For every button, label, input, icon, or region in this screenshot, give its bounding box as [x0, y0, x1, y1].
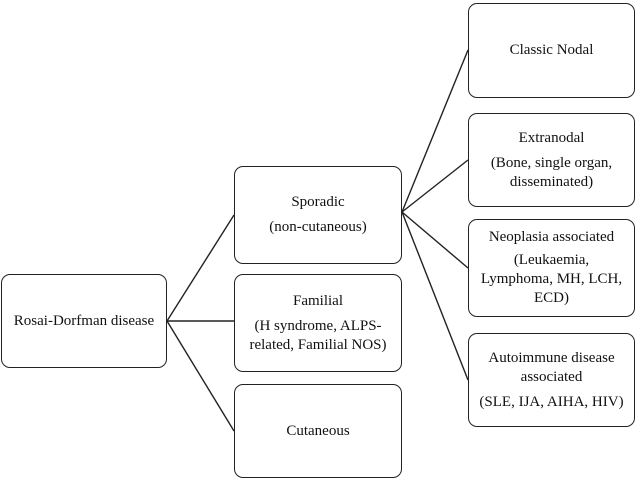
subtype-title: Neoplasia associated	[488, 229, 615, 245]
connector-sporadic-autoimmune	[401, 211, 469, 381]
subtype-subtitle: (SLE, IJA, AIHA, HIV)	[479, 393, 624, 410]
category-node-cutaneous: Cutaneous	[234, 384, 402, 478]
connector-root-cutaneous	[166, 320, 235, 432]
subtype-subtitle: (Leukaemia, Lymphoma, MH, LCH, ECD)	[480, 252, 623, 306]
category-node-familial: Familial (H syndrome, ALPS- related, Fam…	[234, 274, 402, 372]
subtype-node-classic-nodal: Classic Nodal	[468, 3, 635, 98]
connector-sporadic-extranodal	[401, 159, 469, 213]
category-title: Familial	[293, 292, 343, 309]
root-node-rosai-dorfman: Rosai-Dorfman disease	[1, 274, 167, 368]
connector-sporadic-classic	[401, 49, 469, 213]
category-node-sporadic: Sporadic (non-cutaneous)	[234, 166, 402, 264]
category-subtitle: (non-cutaneous)	[269, 219, 367, 235]
connector-sporadic-neoplasia	[401, 211, 469, 269]
category-title: Cutaneous	[286, 422, 350, 439]
category-subtitle: (H syndrome, ALPS- related, Familial NOS…	[249, 317, 387, 353]
subtype-node-extranodal: Extranodal (Bone, single organ, dissemin…	[468, 113, 635, 207]
root-label: Rosai-Dorfman disease	[13, 312, 155, 329]
subtype-title: Extranodal	[518, 129, 585, 146]
category-title: Sporadic	[291, 194, 345, 210]
subtype-node-autoimmune-associated: Autoimmune disease associated (SLE, IJA,…	[468, 333, 635, 427]
subtype-title: Classic Nodal	[509, 42, 594, 58]
subtype-subtitle: (Bone, single organ, disseminated)	[490, 154, 613, 190]
subtype-node-neoplasia-associated: Neoplasia associated (Leukaemia, Lymphom…	[468, 219, 635, 317]
subtype-title: Autoimmune disease associated	[488, 349, 615, 385]
connector-root-sporadic	[166, 214, 235, 322]
